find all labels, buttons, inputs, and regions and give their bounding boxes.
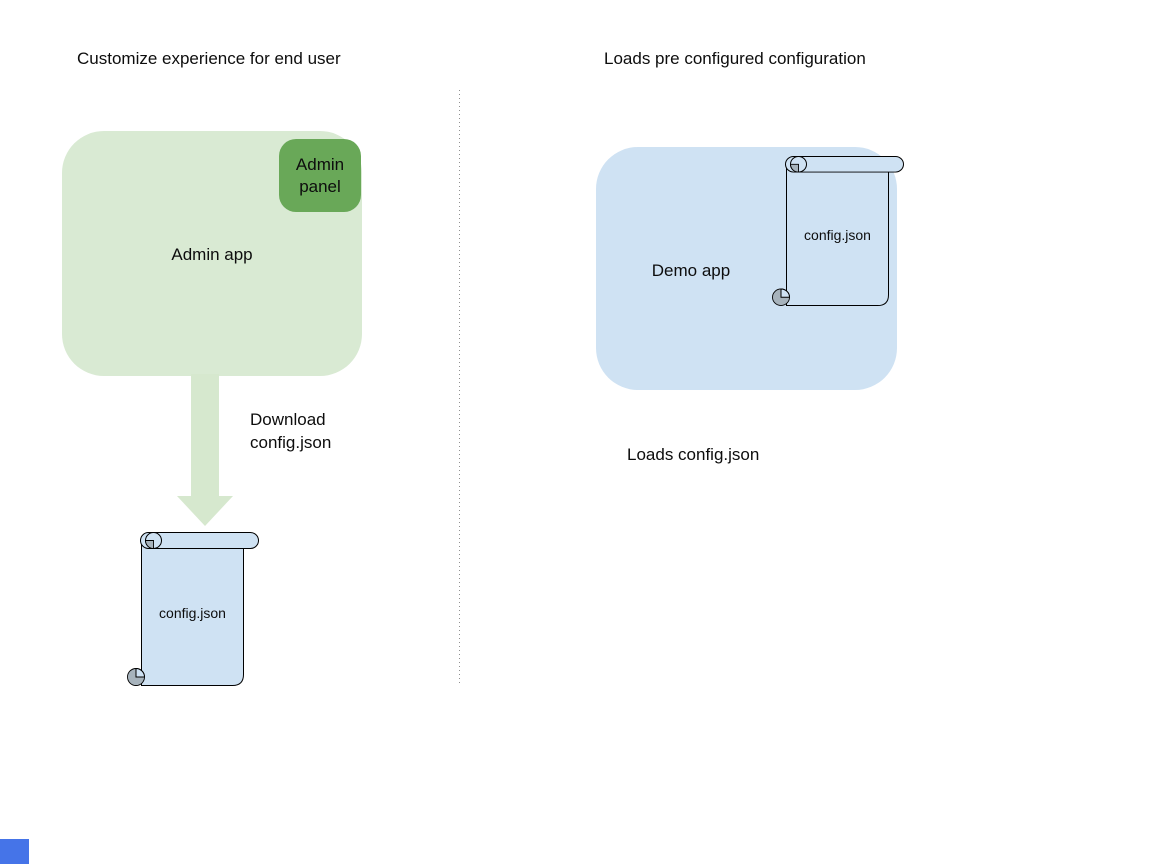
admin-app-label: Admin app [171, 245, 253, 264]
download-arrow-icon [177, 374, 233, 526]
config-file-scroll-icon-right: config.json [771, 155, 905, 307]
right-section-title: Loads pre configured configuration [604, 49, 866, 68]
corner-marker [0, 839, 29, 864]
section-divider [459, 90, 460, 686]
loads-config-caption: Loads config.json [627, 445, 760, 464]
admin-panel-label: Admin panel [295, 154, 345, 196]
download-arrow-label: Download config.json [250, 410, 332, 452]
left-section-title: Customize experience for end user [77, 49, 341, 68]
config-file-label-left: config.json [159, 605, 226, 621]
config-file-label-right: config.json [804, 227, 871, 243]
demo-app-label: Demo app [651, 261, 731, 280]
admin-panel-shape: Admin panel [279, 139, 361, 212]
config-file-scroll-icon-left: config.json [126, 531, 260, 687]
